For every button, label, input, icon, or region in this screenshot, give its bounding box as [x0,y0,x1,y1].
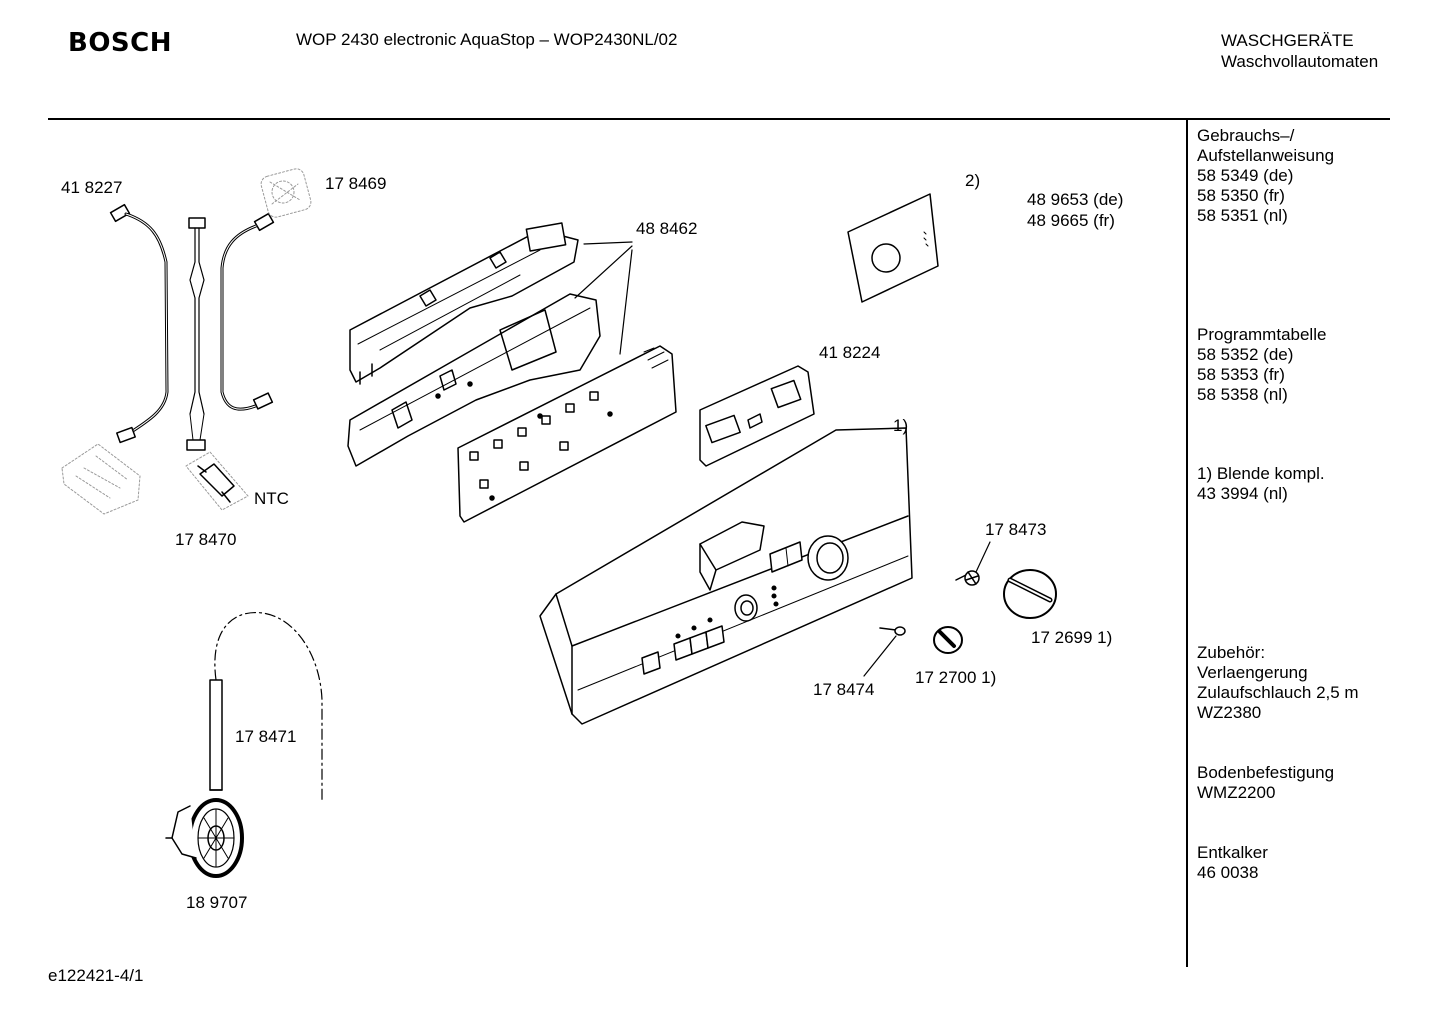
pressure-switch-189707 [165,679,244,878]
label-178471: 17 8471 [235,727,297,746]
hose-178471 [214,612,323,801]
category-block: WASCHGERÄTE Waschvollautomaten [1221,30,1378,72]
sidebar-group-blende: 1) Blende kompl. 43 3994 (nl) [1197,464,1325,504]
spring-178473 [955,541,991,586]
label-note-2: 2) [965,171,981,190]
sidebar-group-zubehoer: Zubehör: Verlaengerung Zulaufschlauch 2,… [1197,643,1359,723]
sidebar-line: Entkalker [1197,843,1268,862]
label-178469: 17 8469 [325,174,387,193]
label-178470: 17 8470 [175,530,237,549]
model-title: WOP 2430 electronic AquaStop – WOP2430NL… [296,30,678,49]
sidebar-line: Aufstellanweisung [1197,146,1335,165]
label-488462: 48 8462 [636,219,698,238]
knob-172700 [933,626,963,654]
display-pcb [457,345,677,523]
wire-bundle-center [186,217,206,451]
connector-178469 [260,168,312,218]
sidebar-line: 58 5351 (nl) [1197,206,1288,225]
control-board-lower [347,293,601,467]
label-178474: 17 8474 [813,680,875,699]
sidebar-line: 58 5350 (fr) [1197,186,1285,205]
brand-logo: BOSCH [68,28,172,58]
label-418224: 41 8224 [819,343,881,362]
instruction-label [847,193,939,303]
wire-harness-right [220,212,275,411]
sidebar-line: 58 5349 (de) [1197,166,1294,185]
sidebar-group-entkalker: Entkalker 46 0038 [1197,843,1268,883]
header-divider [48,118,1390,120]
label-ntc: NTC [254,489,289,508]
wire-harness-418227 [109,203,169,444]
leader-488462 [574,241,633,355]
sidebar-line: 43 3994 (nl) [1197,484,1288,503]
sidebar-line: Bodenbefestigung [1197,763,1335,782]
sidebar-line: 58 5353 (fr) [1197,365,1285,384]
sidebar-line: WMZ2200 [1197,783,1276,802]
label-489653: 48 9653 (de) [1027,190,1124,209]
sidebar-line: Programmtabelle [1197,325,1327,344]
sidebar-line: Zubehör: [1197,643,1266,662]
sidebar-line: Gebrauchs–/ [1197,126,1295,145]
ntc-sensor [185,451,249,511]
label-172699: 17 2699 1) [1031,628,1113,647]
sidebar-group-programmtabelle: Programmtabelle 58 5352 (de) 58 5353 (fr… [1197,325,1326,405]
sidebar-line: 46 0038 [1197,863,1259,882]
sidebar-line: 58 5352 (de) [1197,345,1294,364]
parts-drawing [61,168,1057,878]
spring-178474 [863,626,906,677]
sidebar-line: Zulaufschlauch 2,5 m [1197,683,1359,702]
label-178473: 17 8473 [985,520,1047,539]
control-board-upper [349,222,579,385]
label-189707: 18 9707 [186,893,248,912]
sidebar-divider [1186,119,1188,967]
knob-172699 [1003,569,1057,619]
sidebar-group-bodenbefestigung: Bodenbefestigung WMZ2200 [1197,763,1334,803]
pcb-418224 [699,365,815,467]
sidebar-group-manual: Gebrauchs–/ Aufstellanweisung 58 5349 (d… [1197,126,1334,226]
front-panel-blende [539,427,913,725]
label-172700: 17 2700 1) [915,668,997,687]
category-line-1: WASCHGERÄTE [1221,31,1354,50]
drawing-code: e122421-4/1 [48,966,144,985]
label-note-1: 1) [893,416,909,435]
label-489665: 48 9665 (fr) [1027,211,1115,230]
category-line-2: Waschvollautomaten [1221,52,1379,71]
connector-178470 [61,443,141,515]
sidebar-line: Verlaengerung [1197,663,1308,682]
label-418227: 41 8227 [61,178,123,197]
sidebar-line: 1) Blende kompl. [1197,464,1325,483]
sidebar-line: WZ2380 [1197,703,1262,722]
sidebar-line: 58 5358 (nl) [1197,385,1288,404]
